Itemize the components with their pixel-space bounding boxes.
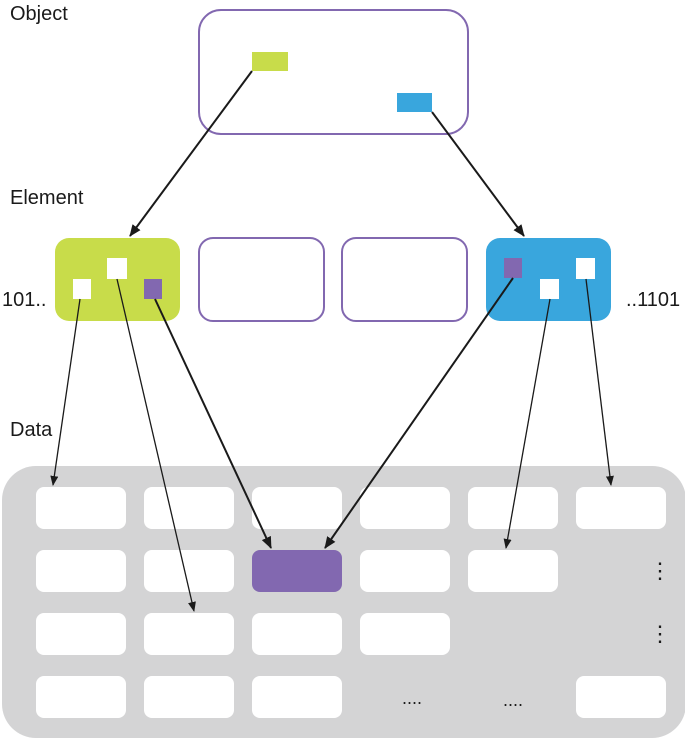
arrow-object-to-blue-element (431, 111, 525, 237)
data-cell (144, 487, 234, 529)
horizontal-ellipsis-1: .... (402, 688, 422, 708)
right-bits-label: ..1101 (626, 289, 680, 311)
arrow-green-purple-to-data (154, 298, 272, 549)
data-cell (252, 676, 342, 718)
data-grid-cells (36, 487, 666, 718)
data-cell (144, 550, 234, 592)
data-cell (360, 550, 450, 592)
data-cell (360, 487, 450, 529)
object-blue-field (397, 93, 432, 112)
element-blue-purple-cell (504, 258, 522, 278)
arrow-green-cell2-to-data (116, 278, 196, 612)
element-green-purple-cell (144, 279, 162, 299)
left-bits-label: 101.. (2, 289, 46, 311)
data-cell (252, 487, 342, 529)
object-box (198, 9, 469, 135)
data-cell-shared-purple (252, 550, 342, 592)
vertical-ellipsis-1: ⋮ (649, 558, 671, 583)
data-cell (576, 676, 666, 718)
data-grid-background (2, 466, 685, 738)
data-cell (36, 487, 126, 529)
data-cell (252, 613, 342, 655)
data-cell (36, 550, 126, 592)
data-cell (144, 613, 234, 655)
object-green-field (252, 52, 288, 71)
arrow-blue-purple-to-data (324, 277, 514, 549)
data-cell (36, 676, 126, 718)
data-cell (144, 676, 234, 718)
data-cell (36, 613, 126, 655)
arrow-blue-cell2-to-data (585, 278, 614, 486)
data-cell (576, 487, 666, 529)
vertical-ellipsis-2: ⋮ (649, 621, 671, 646)
horizontal-ellipsis-2: .... (503, 690, 523, 710)
arrow-blue-cell1-to-data (503, 298, 551, 549)
element-empty-1 (198, 237, 325, 322)
arrow-object-to-green-element (129, 70, 253, 237)
data-label: Data (10, 419, 53, 441)
data-cell (468, 550, 558, 592)
element-blue-cell-1 (540, 279, 559, 299)
element-empty-2 (341, 237, 468, 322)
element-blue-cell-2 (576, 258, 595, 279)
object-label: Object (10, 3, 68, 25)
element-green-cell-2 (107, 258, 127, 279)
element-label: Element (10, 187, 84, 209)
element-green-cell-1 (73, 279, 91, 299)
arrow-green-cell1-to-data (50, 298, 81, 486)
data-cell (360, 613, 450, 655)
